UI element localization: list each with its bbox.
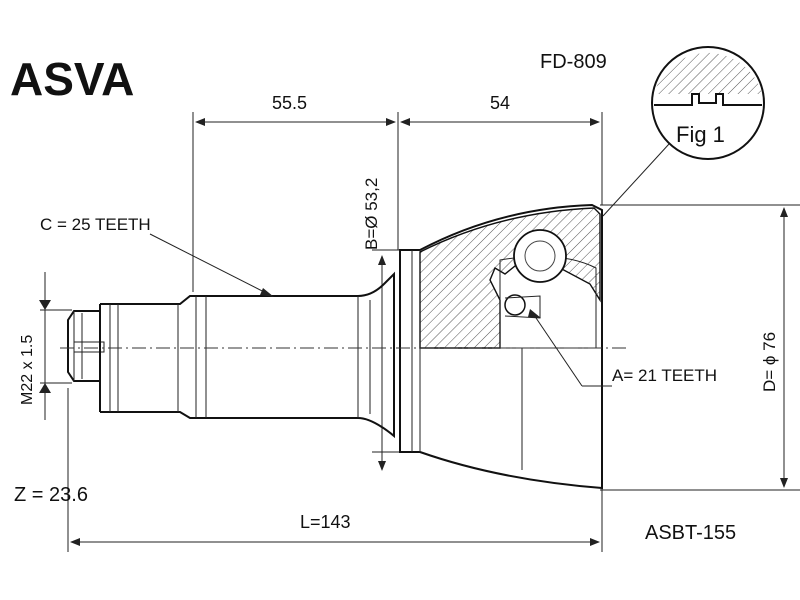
- cv-joint-part: [67, 203, 603, 490]
- brand-logo-text: ASVA: [10, 53, 134, 105]
- cross-reference: ASBT-155: [645, 522, 736, 544]
- dim-55-5-label: 55.5: [272, 93, 307, 113]
- dim-d-diameter: D= ϕ 76: [600, 204, 800, 491]
- spline-a-label: A= 21 TEETH: [612, 366, 717, 385]
- dim-b-label: B=Ø 53,2: [362, 178, 381, 250]
- dim-54: 54: [400, 93, 600, 126]
- spline-c-annotation: C = 25 TEETH: [40, 215, 274, 297]
- dim-b-diameter: B=Ø 53,2: [362, 178, 400, 471]
- dim-total-length-label: L=143: [300, 512, 351, 532]
- part-number: FD-809: [540, 51, 607, 73]
- fig1-label: Fig 1: [676, 122, 725, 147]
- spline-c-label: C = 25 TEETH: [40, 215, 151, 234]
- dim-thread: M22 x 1.5: [19, 272, 72, 420]
- dim-thread-label: M22 x 1.5: [19, 335, 36, 405]
- dim-total-length: L=143: [67, 388, 603, 552]
- dim-d-label: D= ϕ 76: [760, 332, 779, 392]
- dim-54-label: 54: [490, 93, 510, 113]
- fig1-detail: Fig 1: [602, 46, 765, 217]
- dim-55-5: 55.5: [195, 93, 396, 126]
- spline-a-annotation: A= 21 TEETH: [528, 309, 717, 387]
- z-value: Z = 23.6: [14, 484, 88, 506]
